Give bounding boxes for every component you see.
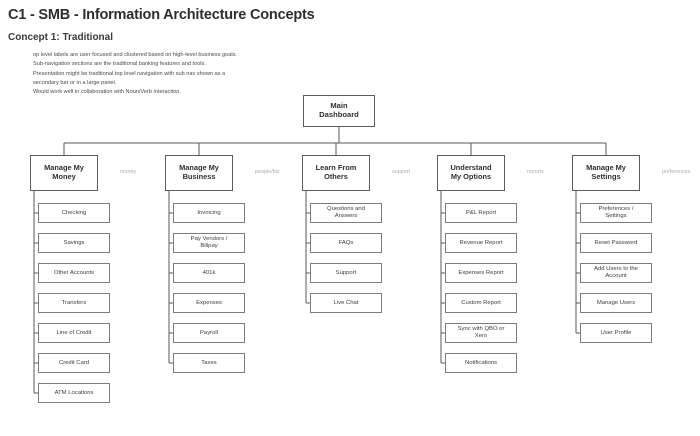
node-leaf-2-2-label: Support: [335, 269, 357, 276]
node-leaf-4-3-label: Manage Users: [596, 299, 636, 306]
node-leaf-0-3-label: Transfers: [61, 299, 87, 306]
node-leaf-2-2[interactable]: Support: [310, 263, 382, 283]
node-leaf-4-4[interactable]: User Profile: [580, 323, 652, 343]
annotation-0: money: [120, 169, 137, 175]
annotation-3: reports: [527, 169, 544, 175]
node-leaf-1-1-label: Pay Vendors /Billpay: [190, 236, 228, 249]
node-leaf-0-2-label: Other Accounts: [53, 269, 95, 276]
annotation-2: support: [392, 169, 410, 175]
node-leaf-0-0[interactable]: Checking: [38, 203, 110, 223]
node-leaf-2-1[interactable]: FAQs: [310, 233, 382, 253]
node-leaf-4-0-label: Preferences /Settings: [598, 206, 634, 219]
page-title: C1 - SMB - Information Architecture Conc…: [8, 7, 315, 23]
node-leaf-1-2-label: 401k: [202, 269, 216, 276]
node-leaf-3-2-label: Expenses Report: [458, 269, 504, 276]
note-line: op level labels are user focused and clu…: [33, 51, 237, 58]
node-leaf-4-1[interactable]: Reset Password: [580, 233, 652, 253]
node-leaf-4-3[interactable]: Manage Users: [580, 293, 652, 313]
note-line: secondary bar or in a large panel.: [33, 79, 117, 86]
node-leaf-0-1-label: Savings: [63, 239, 85, 246]
node-leaf-3-1-label: Revenue Report: [459, 239, 503, 246]
annotation-4: preferences: [662, 169, 691, 175]
node-leaf-3-5[interactable]: Notifications: [445, 353, 517, 373]
note-line: Presentation might be traditional top le…: [33, 70, 226, 77]
node-leaf-0-5-label: Credit Card: [58, 359, 90, 366]
node-leaf-1-4[interactable]: Payroll: [173, 323, 245, 343]
note-line: Would work well in collaboration with No…: [33, 89, 181, 96]
node-leaf-0-4-label: Line of Credit: [56, 329, 92, 336]
node-leaf-0-6-label: ATM Locations: [54, 389, 94, 396]
node-leaf-3-2[interactable]: Expenses Report: [445, 263, 517, 283]
note-line: Sub-navigation sections are the traditio…: [33, 61, 206, 68]
node-leaf-1-5[interactable]: Taxes: [173, 353, 245, 373]
node-leaf-4-4-label: User Profile: [600, 329, 632, 336]
node-leaf-1-0-label: Invoicing: [197, 209, 221, 216]
annotation-1: people/biz: [255, 169, 280, 175]
node-leaf-3-3[interactable]: Custom Report: [445, 293, 517, 313]
node-leaf-0-4[interactable]: Line of Credit: [38, 323, 110, 343]
node-leaf-2-3-label: Live Chat: [333, 299, 359, 306]
node-leaf-3-1[interactable]: Revenue Report: [445, 233, 517, 253]
header-block: C1 - SMB - Information Architecture Conc…: [8, 7, 608, 97]
node-leaf-0-0-label: Checking: [61, 209, 87, 216]
node-leaf-4-0[interactable]: Preferences /Settings: [580, 203, 652, 223]
node-leaf-4-1-label: Reset Password: [594, 239, 638, 246]
node-leaf-1-2[interactable]: 401k: [173, 263, 245, 283]
node-leaf-3-5-label: Notifications: [464, 359, 498, 366]
node-leaf-1-4-label: Payroll: [199, 329, 218, 336]
node-leaf-0-2[interactable]: Other Accounts: [38, 263, 110, 283]
concept-subtitle: Concept 1: Traditional: [8, 31, 114, 43]
node-leaf-1-3-label: Expenses: [196, 299, 222, 306]
node-leaf-1-3[interactable]: Expenses: [173, 293, 245, 313]
node-leaf-2-1-label: FAQs: [338, 239, 354, 246]
node-leaf-0-6[interactable]: ATM Locations: [38, 383, 110, 403]
node-leaf-1-5-label: Taxes: [201, 359, 217, 366]
node-leaf-3-0[interactable]: P&L Report: [445, 203, 517, 223]
node-leaf-2-3[interactable]: Live Chat: [310, 293, 382, 313]
node-leaf-1-0[interactable]: Invoicing: [173, 203, 245, 223]
node-leaf-0-1[interactable]: Savings: [38, 233, 110, 253]
node-leaf-0-3[interactable]: Transfers: [38, 293, 110, 313]
node-leaf-1-1[interactable]: Pay Vendors /Billpay: [173, 233, 245, 253]
notes-list: op level labels are user focused and clu…: [8, 51, 608, 97]
node-leaf-0-5[interactable]: Credit Card: [38, 353, 110, 373]
node-leaf-3-0-label: P&L Report: [465, 209, 497, 216]
node-leaf-3-3-label: Custom Report: [461, 299, 501, 306]
